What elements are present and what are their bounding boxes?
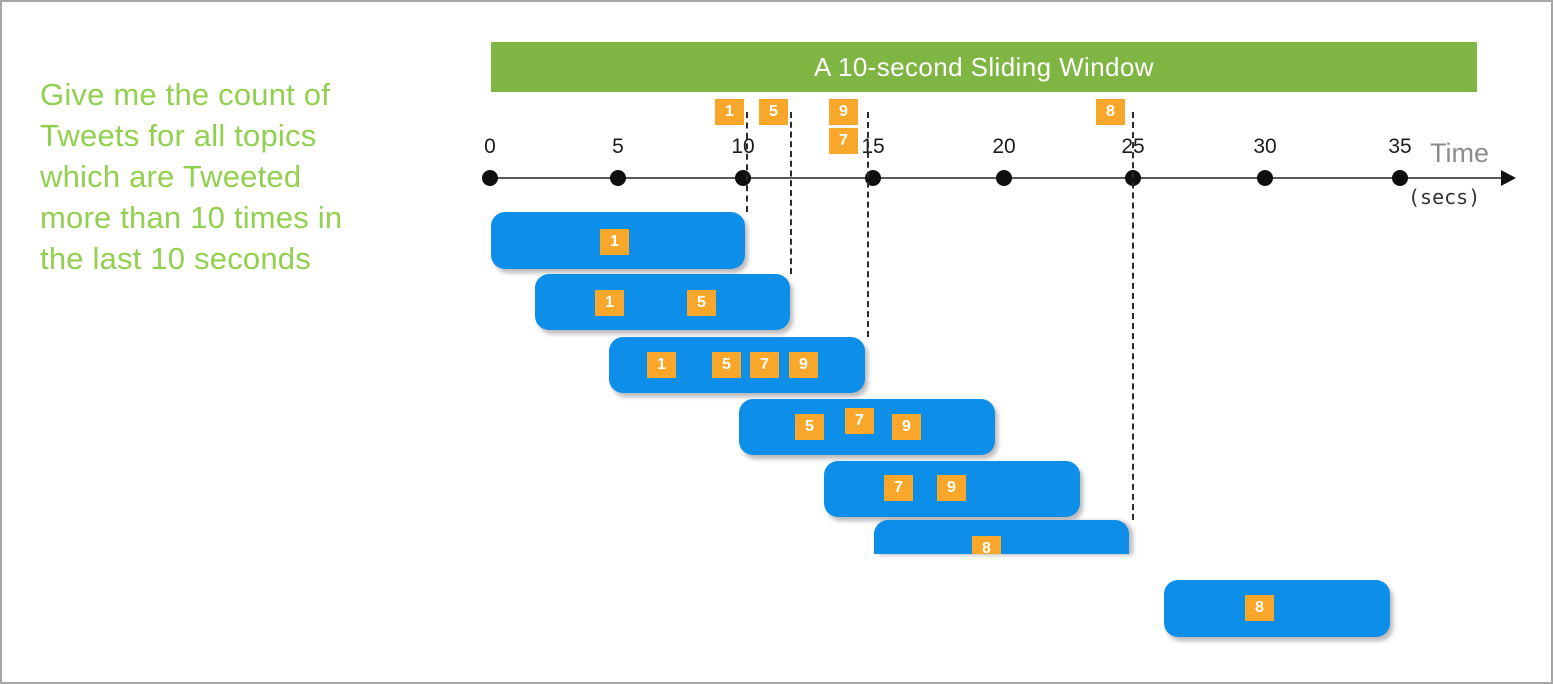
tick-label-15: 15 xyxy=(861,135,885,158)
window-3-event-topic-9: 9 xyxy=(789,352,818,378)
window-4-event-topic-5: 5 xyxy=(795,414,824,440)
axis-arrow-icon xyxy=(1501,170,1516,186)
window-3-event-topic-5: 5 xyxy=(712,352,741,378)
event-marker-topic-5: 5 xyxy=(759,99,788,125)
event-marker-topic-9: 9 xyxy=(829,99,858,125)
tick-label-5: 5 xyxy=(612,135,624,158)
window-4-event-topic-9: 9 xyxy=(892,414,921,440)
tick-dot-5 xyxy=(610,170,626,186)
dashed-line-3 xyxy=(867,112,869,337)
tick-label-10: 10 xyxy=(731,135,755,158)
window-5-event-topic-9: 9 xyxy=(937,475,966,501)
window-1-event-topic-1: 1 xyxy=(600,229,629,255)
window-4-event-topic-7: 7 xyxy=(845,408,874,434)
dashed-line-2 xyxy=(790,112,792,274)
event-marker-topic-7: 7 xyxy=(829,128,858,154)
time-axis-sublabel: (secs) xyxy=(1408,185,1481,209)
tick-dot-35 xyxy=(1392,170,1408,186)
window-5-event-topic-7: 7 xyxy=(884,475,913,501)
tick-label-0: 0 xyxy=(484,135,496,158)
tick-dot-20 xyxy=(996,170,1012,186)
window-3-event-topic-1: 1 xyxy=(647,352,676,378)
tick-dot-30 xyxy=(1257,170,1273,186)
window-7-event-topic-8: 8 xyxy=(1245,595,1274,621)
event-marker-topic-8: 8 xyxy=(1096,99,1125,125)
window-2-event-topic-5: 5 xyxy=(687,290,716,316)
tick-label-35: 35 xyxy=(1388,135,1412,158)
time-axis-label: Time xyxy=(1430,138,1489,168)
tick-dot-10 xyxy=(735,170,751,186)
window-6-event-topic-8: 8 xyxy=(972,536,1001,554)
sliding-window-7: 8 xyxy=(1164,580,1390,637)
dashed-line-4 xyxy=(1132,112,1134,520)
dashed-line-1 xyxy=(746,112,748,212)
tick-label-20: 20 xyxy=(992,135,1016,158)
window-3-event-topic-7: 7 xyxy=(750,352,779,378)
tick-dot-15 xyxy=(865,170,881,186)
tick-label-30: 30 xyxy=(1253,135,1277,158)
banner-label: A 10-second Sliding Window xyxy=(814,51,1154,82)
window-2-event-topic-1: 1 xyxy=(595,290,624,316)
sliding-window-6: 8 xyxy=(874,520,1129,554)
tick-dot-0 xyxy=(482,170,498,186)
query-text: Give me the count of Tweets for all topi… xyxy=(40,77,343,276)
sliding-window-1: 1 xyxy=(491,212,745,269)
event-marker-topic-1: 1 xyxy=(715,99,744,125)
sliding-window-banner: A 10-second Sliding Window xyxy=(491,42,1477,92)
